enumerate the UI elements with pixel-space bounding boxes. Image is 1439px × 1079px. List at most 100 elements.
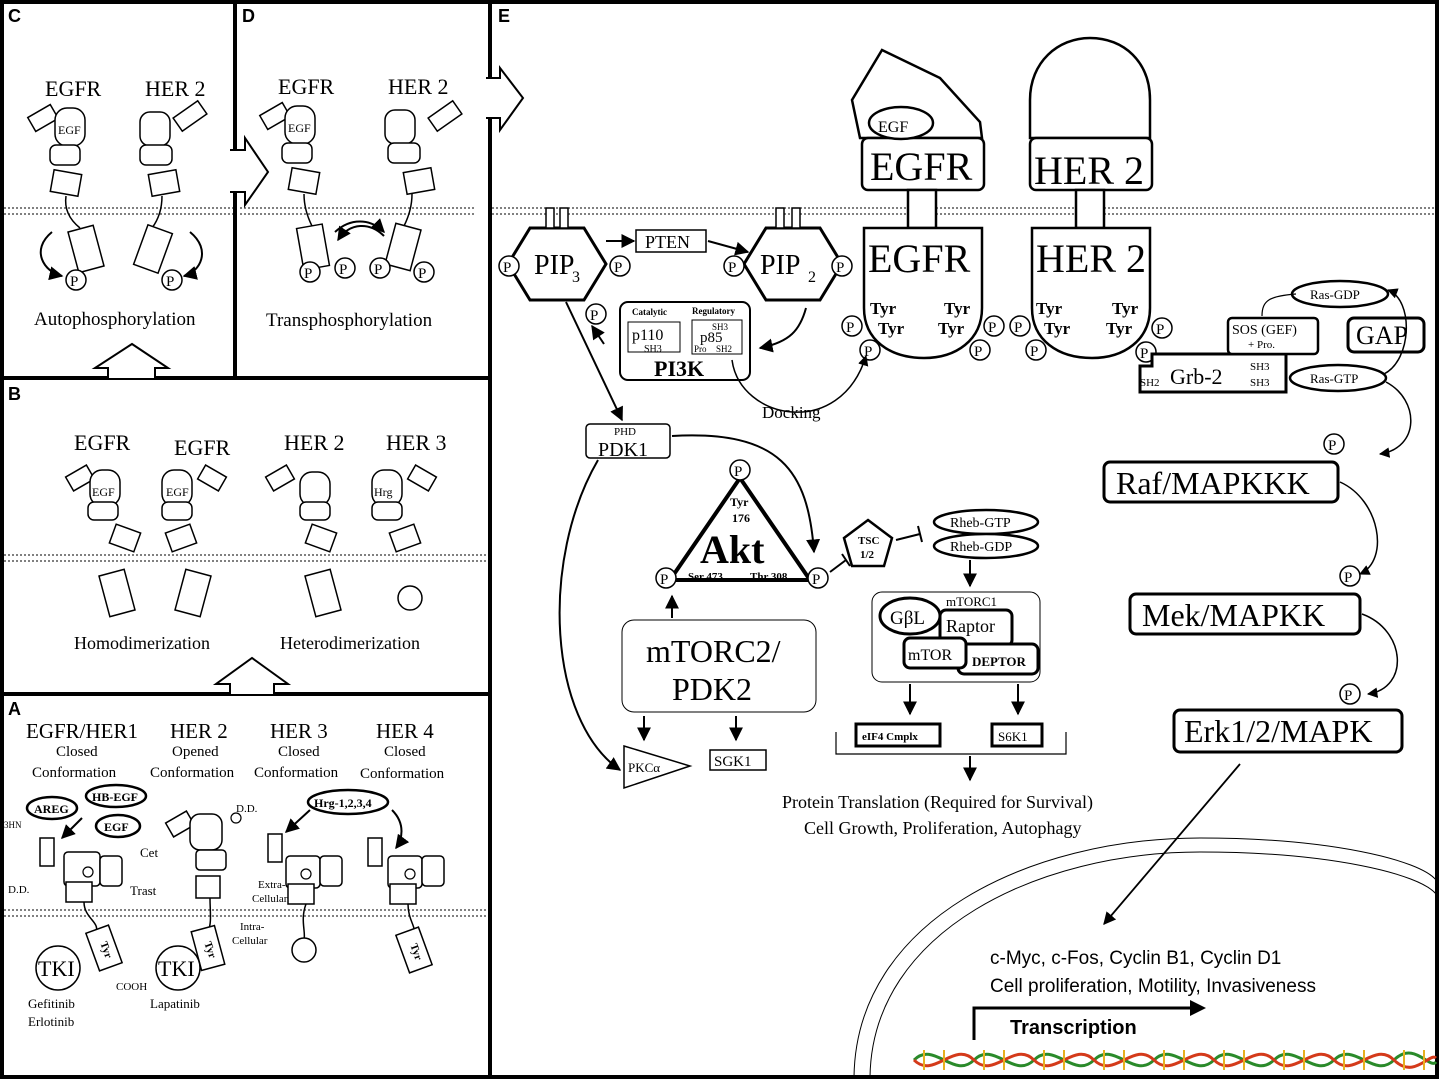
extracellular-label: Extra- <box>258 879 286 891</box>
drug-cetuximab-label: Cet <box>140 845 158 860</box>
diagram-label: GβL <box>890 608 925 629</box>
receptor-her2-d <box>384 99 463 272</box>
ligands <box>25 783 390 839</box>
label-egfr-her1: EGFR/HER1 <box>26 719 138 743</box>
cell-outcomes-label: Cell proliferation, Motility, Invasivene… <box>990 976 1316 997</box>
diagram-label: P <box>836 260 844 276</box>
label-egfr: EGFR <box>278 74 335 99</box>
diagram-label: Tyr <box>1036 299 1063 318</box>
diagram-label: 176 <box>732 511 750 525</box>
ligand-egf: EGF <box>166 485 189 499</box>
ligand-egf: EGF <box>104 820 129 834</box>
phospho-label: P <box>339 262 347 278</box>
label-her3: HER 3 <box>270 719 328 743</box>
tyrosine-kinase-label: Tyr <box>407 942 424 962</box>
panel-letter-a: A <box>8 699 21 719</box>
diagram-label: PDK2 <box>672 671 752 707</box>
her2-her3-heterodimer <box>264 464 438 618</box>
her2-extracellular-label: HER 2 <box>1034 148 1144 193</box>
sos-node <box>1226 316 1320 356</box>
mek-node <box>1128 592 1362 636</box>
phospho-label: P <box>304 266 312 282</box>
diagram-label: P <box>503 260 511 276</box>
diagram-label: Ser 473 <box>688 571 723 583</box>
mek-label: Mek/MAPKK <box>1142 597 1325 633</box>
cell-membrane <box>239 207 476 215</box>
diagram-label: Closed <box>56 744 98 760</box>
receptor-monomers <box>35 810 445 991</box>
ligand-hrg: Hrg <box>374 485 392 499</box>
phospho-label: P <box>374 262 382 278</box>
diagram-label: Pro <box>694 344 707 354</box>
diagram-label: Tyr <box>938 319 965 338</box>
diagram-label: P <box>974 344 982 360</box>
diagram-label: SH3 <box>1250 377 1270 389</box>
egfr-intracellular-label: EGFR <box>868 236 971 281</box>
diagram-label: SOS (GEF) <box>1232 323 1297 338</box>
arrow-b-to-c <box>91 342 172 378</box>
transcription-label: Transcription <box>1010 1017 1137 1039</box>
pip2-label: PIP <box>760 250 800 281</box>
label-egfr: EGFR <box>45 76 102 101</box>
diagram-label: P <box>864 344 872 360</box>
panel-d: D EGFR HER 2 EGF P P P P <box>230 6 525 331</box>
label-her2: HER 2 <box>145 76 206 101</box>
diagram-label: Conformation <box>254 765 339 781</box>
diagram-label: Closed <box>278 744 320 760</box>
diagram-label: Conformation <box>360 766 445 782</box>
diagram-label: P <box>812 572 820 588</box>
drug-erlotinib: Erlotinib <box>28 1014 74 1029</box>
her2-receptor <box>1028 36 1154 360</box>
erk-node <box>1172 708 1404 754</box>
protein-translation-label: Protein Translation (Required for Surviv… <box>782 792 1093 813</box>
diagram-label: P <box>660 572 668 588</box>
cell-membrane <box>0 207 236 215</box>
egfr-homodimer <box>64 464 228 618</box>
diagram-label: + Pro. <box>1248 339 1275 351</box>
caption-heterodimerization: Heterodimerization <box>280 633 420 653</box>
panel-letter-d: D <box>242 6 255 26</box>
diagram-label: Conformation <box>150 765 235 781</box>
diagram-label: mTORC1 <box>946 594 997 609</box>
diagram-label: Ras-GDP <box>1310 287 1360 302</box>
s6k1-node <box>990 722 1044 748</box>
dna-helix <box>912 1050 1438 1070</box>
ligand-egf: EGF <box>58 123 81 137</box>
label-egfr: EGFR <box>74 430 131 455</box>
receptor-her2-c <box>132 99 208 275</box>
intracellular-label: Cellular <box>232 935 268 947</box>
phospho-p <box>65 269 183 291</box>
diagram-label: SH2 <box>1140 377 1160 389</box>
caption-autophosphorylation: Autophosphorylation <box>34 309 196 330</box>
diagram-label: Closed <box>384 744 426 760</box>
dimerization-domain-label: D.D. <box>8 884 30 896</box>
diagram-label: p85 <box>700 330 723 346</box>
panel-letter-b: B <box>8 384 21 404</box>
diagram-label: P <box>1328 438 1336 454</box>
diagram-label: P <box>614 260 622 276</box>
dimerization-domain-label: D.D. <box>236 803 258 815</box>
diagram-label: GAP <box>1356 321 1408 350</box>
diagram-label: eIF4 Cmplx <box>862 731 918 743</box>
diagram-label: Rheb-GDP <box>950 540 1012 555</box>
ligand-egf: EGF <box>878 119 908 136</box>
cell-growth-label: Cell Growth, Proliferation, Autophagy <box>804 818 1081 838</box>
tsc-node <box>842 518 894 568</box>
tki-label: TKI <box>158 956 195 981</box>
egfr-extracellular-label: EGFR <box>870 144 973 189</box>
diagram-label: Tyr <box>878 319 905 338</box>
arrow-c-to-d <box>230 134 270 209</box>
receptor-egfr-d <box>258 101 331 271</box>
diagram-label: P <box>590 308 598 324</box>
label-egfr: EGFR <box>174 435 231 460</box>
diagram-label: Rheb-GTP <box>950 516 1011 531</box>
phospho-label: P <box>166 274 174 290</box>
diagram-label: P <box>1156 322 1164 338</box>
diagram-label: 3 <box>572 269 580 286</box>
diagram-label: DEPTOR <box>972 654 1027 669</box>
target-genes-label: c-Myc, c-Fos, Cyclin B1, Cyclin D1 <box>990 948 1281 969</box>
diagram-label: Regulatory <box>692 306 735 316</box>
c-terminus-label: COOH <box>116 981 147 993</box>
